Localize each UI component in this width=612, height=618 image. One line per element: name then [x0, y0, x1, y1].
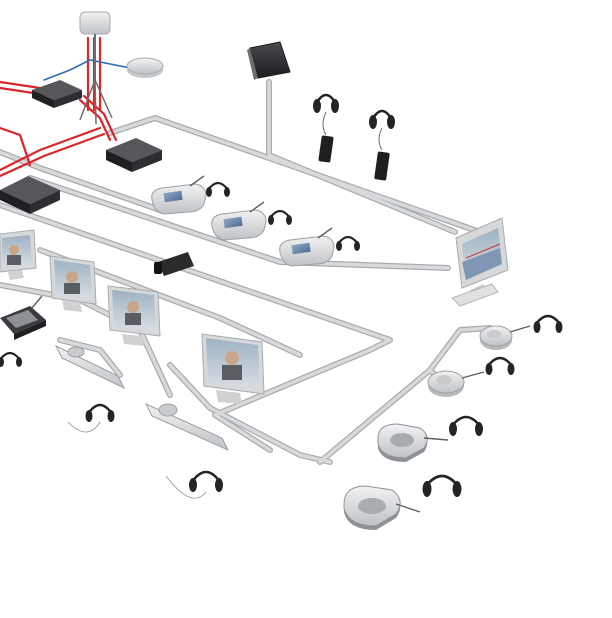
headphones-7	[534, 316, 563, 333]
headphones-5	[68, 405, 115, 432]
pocket-receiver-icon	[318, 135, 334, 162]
headphones-3	[336, 237, 360, 251]
headphones-4	[0, 353, 22, 367]
wall-transmitter	[247, 42, 290, 80]
headphones-icon	[486, 363, 493, 375]
network-hub	[127, 58, 163, 78]
receiver-2	[369, 111, 395, 181]
headphones-icon	[369, 115, 377, 129]
wireless-access-point	[80, 12, 112, 124]
monitor-a	[0, 230, 36, 280]
chairman-unit	[0, 296, 46, 340]
wireless-unit-2	[428, 371, 484, 397]
headphones-icon	[206, 187, 212, 197]
headphones-icon	[336, 241, 342, 251]
delegate-unit-3	[280, 228, 334, 266]
headphones-icon	[86, 410, 93, 422]
headphones-icon	[449, 422, 457, 436]
headphones-10	[423, 476, 462, 497]
antenna-on-tripod-icon	[80, 12, 110, 34]
headphones-icon	[268, 215, 274, 225]
headphones-1	[206, 183, 230, 197]
wireless-unit-3	[378, 424, 448, 462]
headphones-8	[486, 358, 515, 375]
delegate-unit-2	[212, 202, 266, 240]
headphones-6	[166, 472, 223, 498]
central-unit-top	[32, 80, 82, 108]
headphones-icon	[313, 99, 321, 113]
headphones-2	[268, 211, 292, 225]
monitor-d	[202, 334, 264, 404]
wireless-unit-4	[344, 486, 420, 530]
pocket-receiver-icon	[374, 151, 390, 180]
monitor-c	[108, 286, 160, 346]
central-unit-middle	[106, 138, 162, 172]
receiver-1	[313, 95, 339, 163]
headphones-icon	[534, 321, 541, 333]
large-monitor	[452, 218, 508, 306]
headphones-icon	[423, 481, 432, 497]
delegate-unit-1	[152, 176, 206, 214]
headphones-9	[449, 417, 483, 436]
headphones-icon	[189, 478, 197, 492]
wireless-unit-1	[480, 326, 530, 350]
headphones-icon	[0, 357, 4, 367]
